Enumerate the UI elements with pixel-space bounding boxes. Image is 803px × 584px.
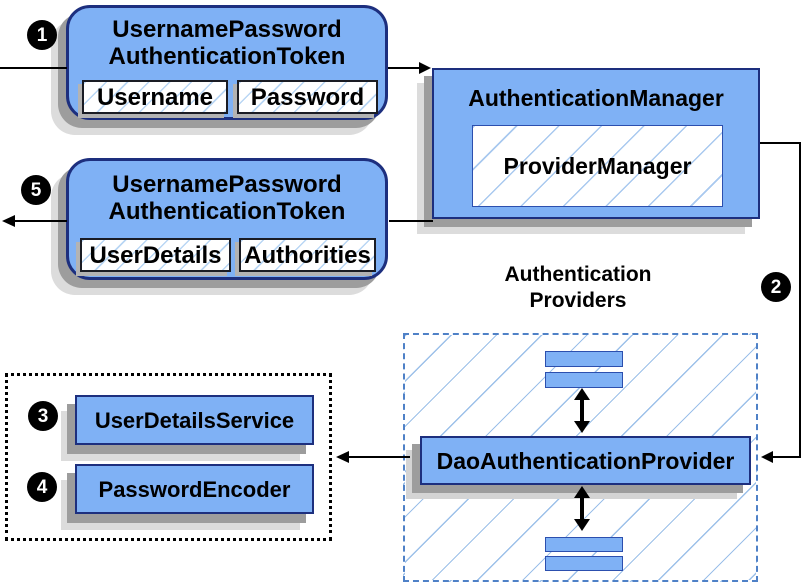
arrow-token-to-manager [388, 62, 431, 74]
user-details-service-box: UserDetailsService [75, 395, 314, 445]
password-field-chip: Password [237, 80, 378, 114]
authentication-manager-box: AuthenticationManager ProviderManager [432, 68, 760, 219]
step-3-badge: 3 [28, 401, 58, 431]
provider-stack-bottom-bar-2 [545, 556, 623, 571]
password-encoder-label: PasswordEncoder [98, 476, 291, 502]
user-details-field-chip: UserDetails [80, 238, 231, 272]
providers-heading-line1: Authentication [504, 263, 652, 286]
username-password-token-response-box: UsernamePassword AuthenticationToken Use… [66, 158, 388, 280]
token-request-title-line2: AuthenticationToken [108, 43, 346, 70]
token-request-title: UsernamePassword AuthenticationToken [69, 16, 385, 70]
password-field-label: Password [250, 83, 365, 111]
provider-stack-bottom-bar-1 [545, 537, 623, 552]
username-field-chip: Username [82, 80, 228, 114]
user-details-service-label: UserDetailsService [94, 407, 295, 433]
step-1-badge: 1 [27, 20, 57, 50]
credential-services-region: UserDetailsService PasswordEncoder [5, 373, 332, 541]
arrow-manager-to-dao [760, 142, 801, 463]
authentication-providers-region: DaoAuthenticationProvider [403, 333, 758, 582]
step-3-number: 3 [37, 405, 49, 427]
token-response-title: UsernamePassword AuthenticationToken [69, 171, 385, 225]
step-2-number: 2 [770, 276, 782, 298]
authorities-field-label: Authorities [244, 241, 371, 269]
dao-authentication-provider-label: DaoAuthenticationProvider [436, 447, 735, 474]
username-password-token-request-box: UsernamePassword AuthenticationToken Use… [66, 5, 388, 120]
token-request-title-line1: UsernamePassword [112, 16, 342, 43]
username-field-label: Username [96, 83, 214, 111]
token-response-title-line1: UsernamePassword [112, 171, 342, 198]
password-encoder-box: PasswordEncoder [75, 464, 314, 514]
step-5-badge: 5 [21, 175, 51, 205]
providers-heading-line2: Providers [529, 289, 627, 312]
arrow-step5-response-out [2, 215, 67, 227]
authentication-manager-label: AuthenticationManager [468, 85, 724, 111]
step-5-number: 5 [30, 179, 42, 201]
provider-manager-box: ProviderManager [472, 125, 723, 207]
token-response-title-line2: AuthenticationToken [108, 198, 346, 225]
step-1-number: 1 [36, 24, 48, 46]
step-2-badge: 2 [761, 272, 791, 302]
provider-manager-label: ProviderManager [503, 153, 692, 179]
provider-stack-top-bar-2 [545, 372, 623, 388]
step-4-number: 4 [36, 476, 48, 498]
arrow-dao-to-services [336, 451, 410, 463]
authentication-providers-heading: Authentication Providers [448, 262, 708, 314]
provider-stack-top-bar-1 [545, 351, 623, 367]
authorities-field-chip: Authorities [239, 238, 376, 272]
step-4-badge: 4 [27, 472, 57, 502]
user-details-field-label: UserDetails [89, 241, 222, 269]
dao-authentication-provider-box: DaoAuthenticationProvider [420, 436, 751, 485]
